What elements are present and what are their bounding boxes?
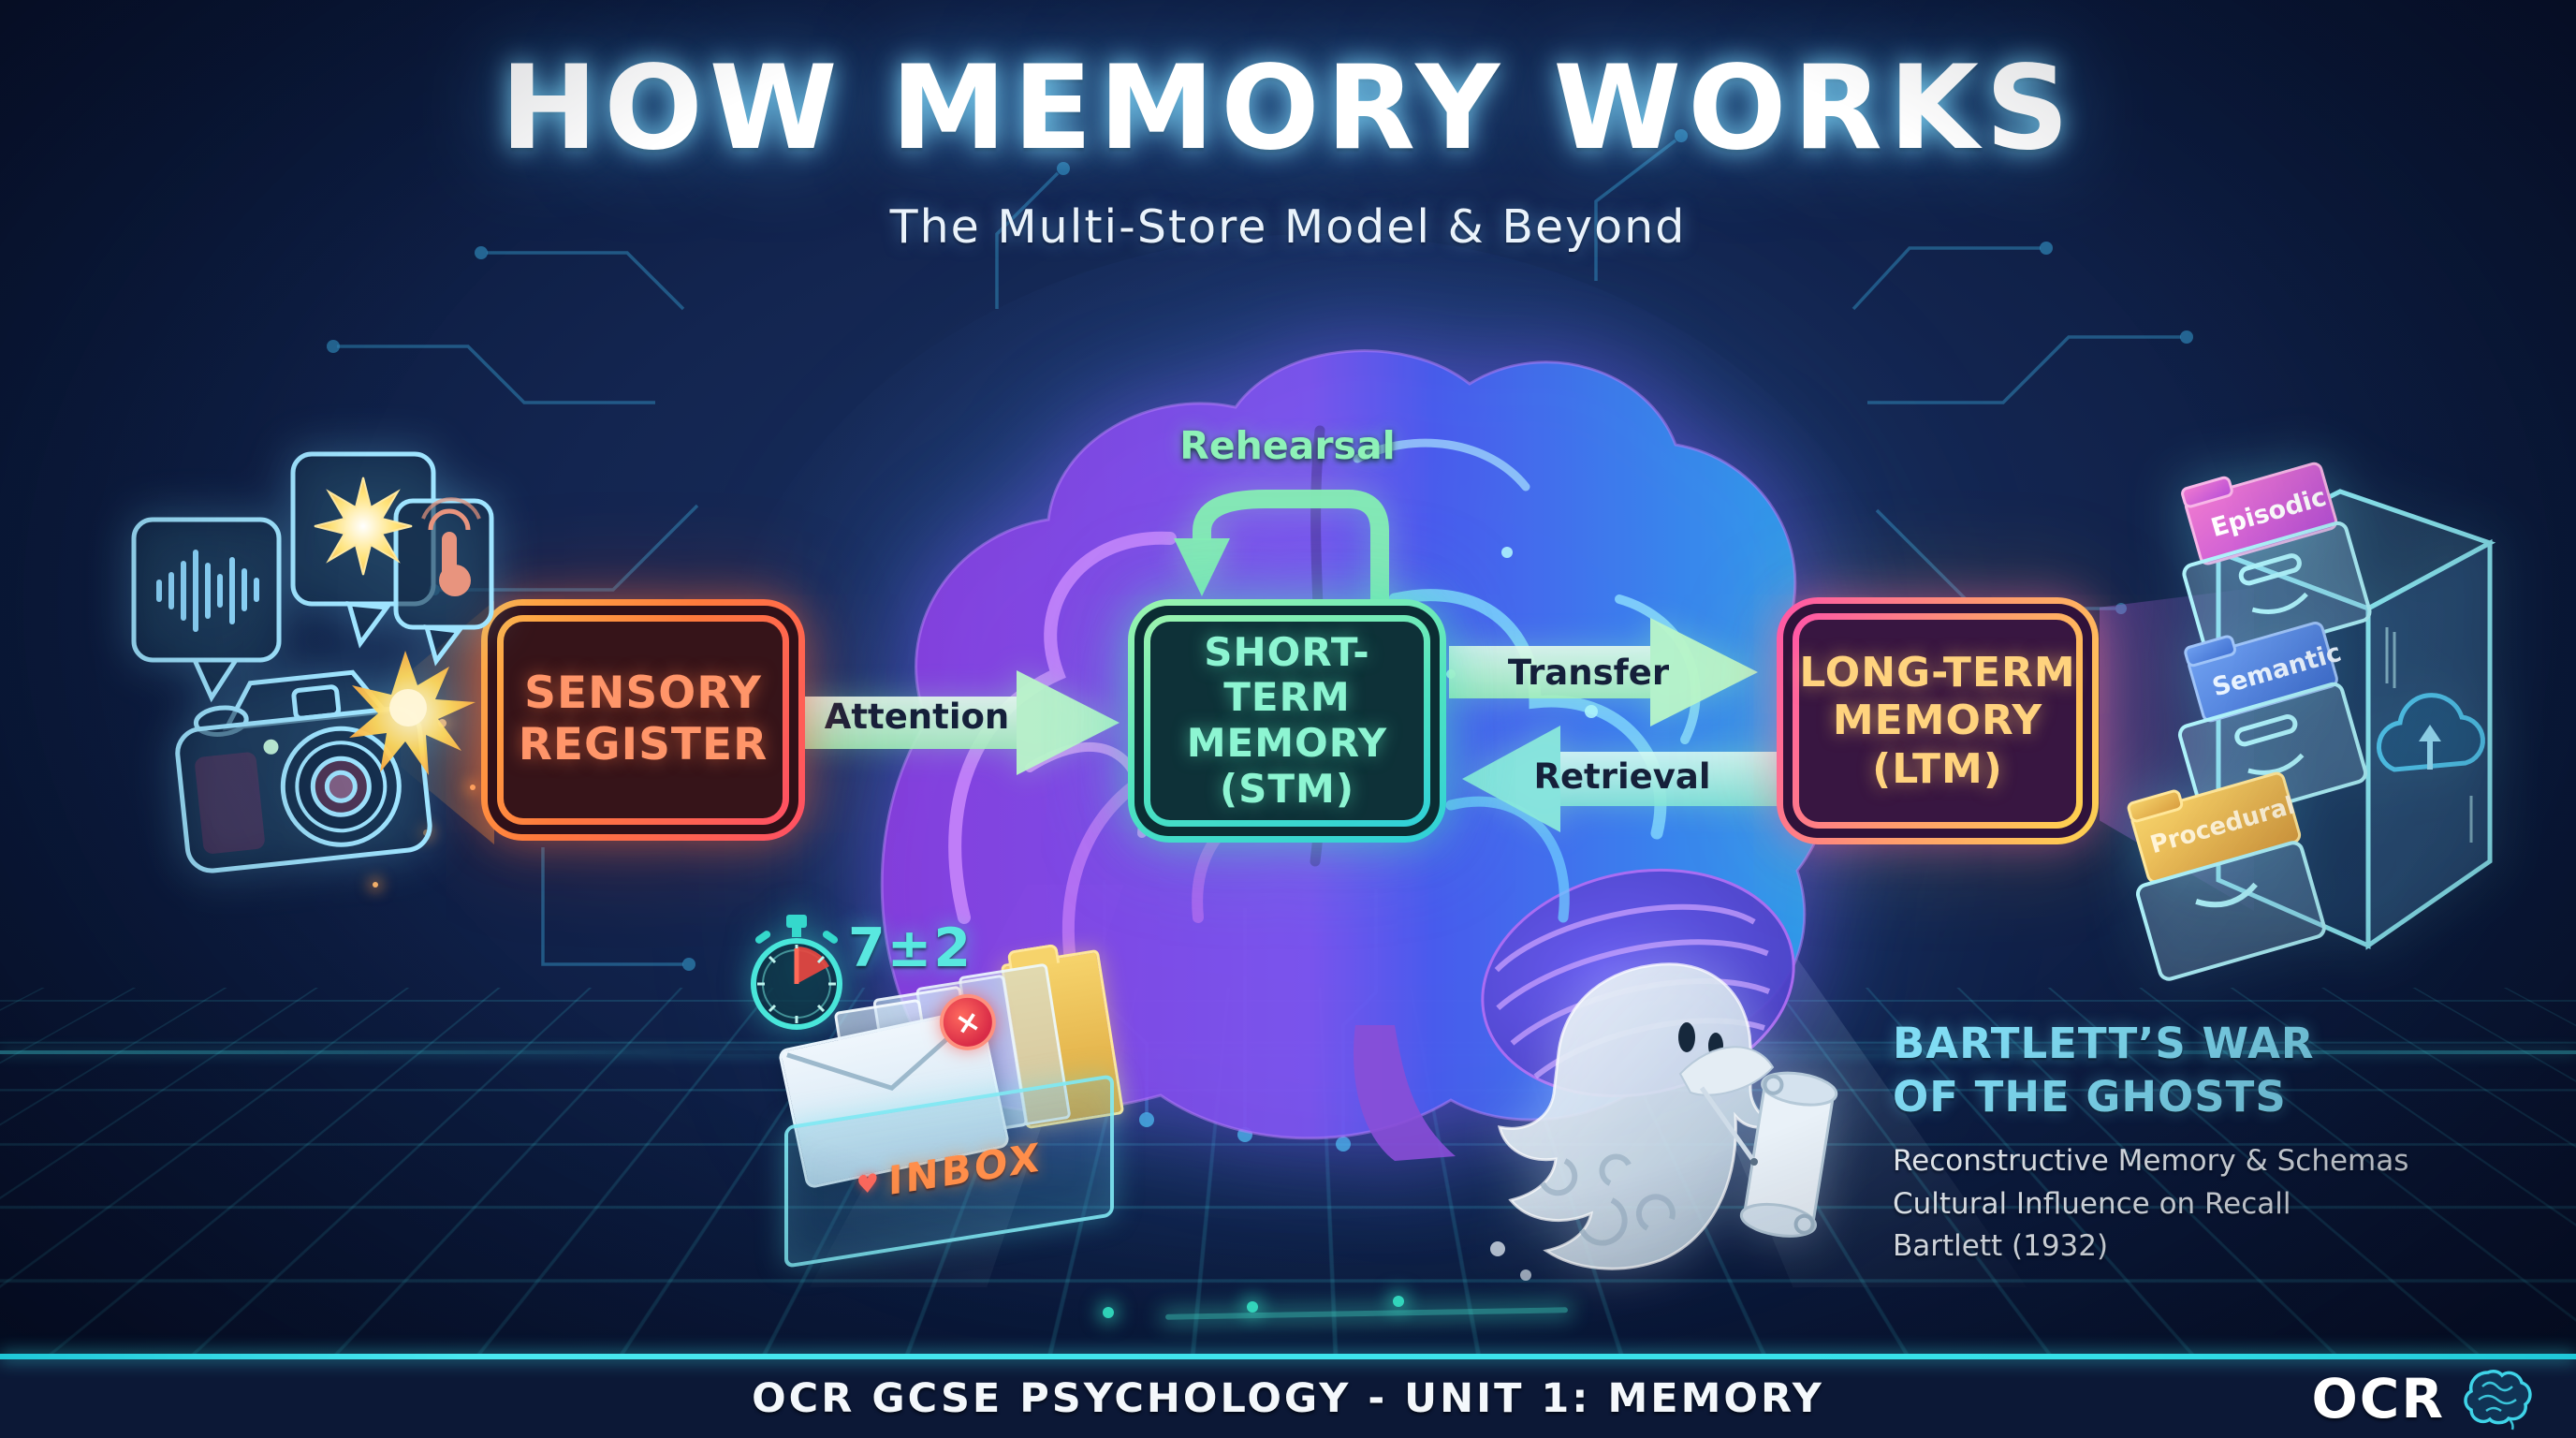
footer-course-text: OCR GCSE PSYCHOLOGY - UNIT 1: MEMORY	[752, 1375, 1824, 1422]
starburst-icon	[314, 477, 413, 576]
page-subtitle: The Multi-Store Model & Beyond	[889, 200, 1687, 254]
scroll-icon	[1739, 1071, 1838, 1238]
sensory-register-label-line2: REGISTER	[518, 719, 768, 770]
brain-logo-icon	[2464, 1370, 2532, 1431]
stm-label-line3: (STM)	[1219, 765, 1355, 812]
bartlett-heading-line2: OF THE GHOSTS	[1893, 1072, 2287, 1123]
ghost-icon	[1490, 962, 1838, 1281]
floor-glow-dot	[1103, 1307, 1114, 1318]
footer-bar: OCR GCSE PSYCHOLOGY - UNIT 1: MEMORY OCR	[0, 1354, 2576, 1438]
sensory-register-box: SENSORY REGISTER	[481, 599, 805, 841]
ltm-label-line2: MEMORY	[1832, 697, 2043, 745]
bartlett-body-line2: Cultural Influence on Recall	[1893, 1186, 2291, 1221]
ltm-label-line3: (LTM)	[1872, 744, 2003, 793]
floor-glow-dot	[1247, 1301, 1258, 1313]
heart-icon: ♥	[856, 1167, 879, 1201]
stm-label-line1: SHORT-TERM	[1204, 628, 1370, 721]
retrieval-label: Retrieval	[1533, 756, 1711, 797]
inbox-tray: × ♥ INBOX	[777, 941, 1140, 1269]
transfer-label: Transfer	[1507, 653, 1670, 693]
footer-logo: OCR	[2311, 1359, 2539, 1438]
floor-glow-dot	[1393, 1296, 1404, 1307]
bartlett-legend: BARTLETT’S WAR OF THE GHOSTS Reconstruct…	[1893, 1017, 2454, 1269]
camera-illustration	[131, 451, 494, 873]
page-title: HOW MEMORY WORKS	[500, 41, 2076, 176]
rehearsal-label: Rehearsal	[1179, 423, 1396, 468]
bartlett-heading-line1: BARTLETT’S WAR	[1893, 1019, 2315, 1068]
long-term-memory-box: LONG-TERM MEMORY (LTM)	[1777, 597, 2099, 844]
ltm-label-line1: LONG-TERM	[1799, 649, 2076, 697]
attention-label: Attention	[824, 697, 1010, 737]
bartlett-body-line1: Reconstructive Memory & Schemas	[1893, 1144, 2409, 1179]
bartlett-body-line3: Bartlett (1932)	[1893, 1229, 2109, 1264]
sensory-register-label-line1: SENSORY	[524, 668, 762, 720]
short-term-memory-box: SHORT-TERM MEMORY (STM)	[1128, 599, 1446, 843]
inbox-label: INBOX	[887, 1133, 1043, 1204]
ocr-logo-text: OCR	[2311, 1367, 2445, 1431]
stm-label-line2: MEMORY	[1186, 720, 1388, 766]
filing-cabinet: Episodic Semantic Procedural	[2127, 462, 2496, 981]
